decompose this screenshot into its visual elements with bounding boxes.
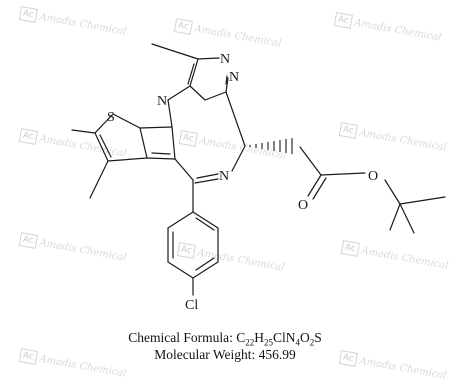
atom-nitrogen: N	[219, 169, 229, 184]
bond-lines	[71, 43, 446, 296]
weight-value: 456.99	[258, 347, 296, 362]
formula-symbol: ClN	[272, 330, 296, 345]
formula-value: C22H25ClN4O2S	[236, 330, 322, 348]
formula-symbol: H	[254, 330, 264, 345]
formula-line: Chemical Formula: C22H25ClN4O2S	[0, 330, 450, 348]
atom-nitrogen: N	[157, 94, 167, 109]
formula-symbol: O	[300, 330, 310, 345]
atom-labels: N N N N S O O Cl	[107, 52, 378, 313]
structure-diagram: Ac Amadis Chemical Ac Amadis Chemical Ac…	[0, 6, 450, 381]
atom-chlorine: Cl	[185, 298, 198, 313]
formula-subscript: 25	[263, 337, 273, 348]
stereo-wedge	[249, 138, 293, 154]
formula-subscript: 2	[309, 337, 315, 348]
formula-subscript: 22	[245, 337, 255, 348]
atom-sulfur: S	[107, 110, 115, 125]
formula-label: Chemical Formula:	[128, 330, 233, 345]
weight-label: Molecular Weight:	[154, 347, 256, 362]
formula-subscript: 4	[295, 337, 301, 348]
atom-nitrogen: N	[220, 52, 230, 67]
formula-symbol: C	[236, 330, 246, 345]
formula-symbol: S	[314, 330, 322, 345]
atom-oxygen: O	[368, 169, 378, 184]
molecule-structure: N N N N S O O Cl	[71, 43, 446, 313]
atom-oxygen: O	[298, 198, 308, 213]
atom-nitrogen: N	[229, 70, 239, 85]
weight-line: Molecular Weight: 456.99	[0, 347, 450, 363]
